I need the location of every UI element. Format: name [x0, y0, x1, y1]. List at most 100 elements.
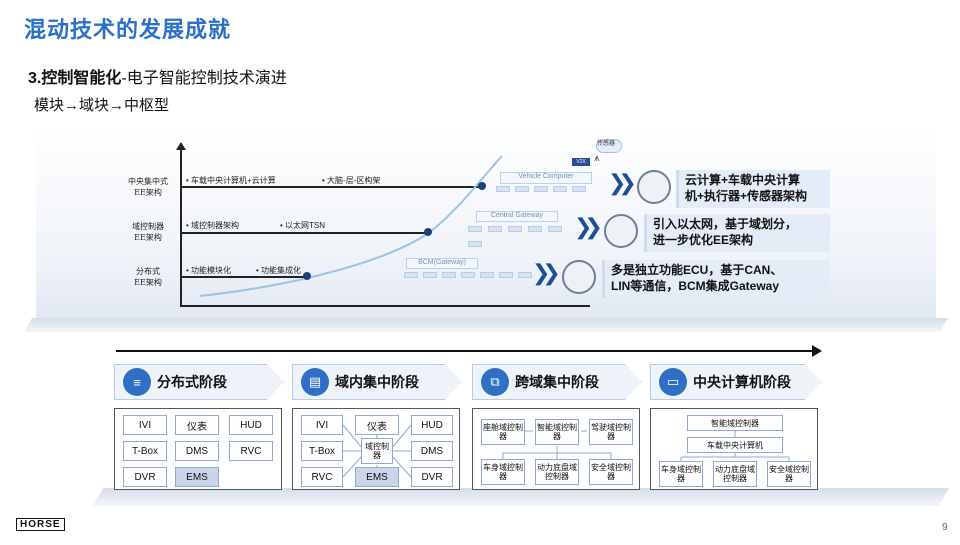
module-cell: DVR: [411, 467, 453, 487]
stage-name: 分布式阶段: [157, 374, 227, 390]
milestone-dot: [478, 182, 486, 190]
description-distributed: 多是独立功能ECU，基于CAN、 LIN等通信，BCM集成Gateway: [602, 260, 830, 298]
stage-name: 跨域集中阶段: [515, 374, 599, 390]
level-label-line2: EE架构: [134, 278, 162, 287]
level-item: • 域控制器架构: [186, 221, 240, 230]
cloud-label: 传感器: [597, 141, 616, 147]
level-line-domain: [180, 232, 428, 234]
panel-domain: IVI 仪表 HUD T-Box 域控制器 DMS RVC EMS DVR: [292, 408, 460, 490]
domain-controller-cell: 安全域控制器: [589, 459, 633, 485]
evolution-summary: 模块→域块→中枢型: [34, 97, 170, 114]
panel-central: 智能域控制器 车载中央计算机 车身域控制器 动力底盘域控制器 安全域控制器: [650, 408, 818, 490]
page-number: 9: [942, 522, 948, 533]
domain-controller-cell: 智能域控制器: [535, 419, 579, 445]
evolution-stage-base: [23, 318, 949, 332]
computer-icon: ▭: [659, 368, 687, 396]
gear-icon: [562, 260, 596, 294]
timeline-arrow: [116, 350, 816, 352]
module-cell: HUD: [229, 415, 273, 435]
milestone-dot: [424, 228, 432, 236]
module-cell: DMS: [411, 441, 453, 461]
module-cell: IVI: [123, 415, 167, 435]
module-cell: T-Box: [301, 441, 343, 461]
growth-curve: [199, 155, 503, 297]
level-label-line1: 域控制器: [132, 222, 164, 231]
description-line: LIN等通信，BCM集成Gateway: [611, 279, 780, 293]
central-gateway-nodes: [468, 226, 578, 250]
description-central: 云计算+车载中央计算 机+执行器+传感器架构: [676, 170, 830, 208]
module-cell: HUD: [411, 415, 453, 435]
arrow-head-icon: [812, 345, 822, 357]
chevron-right-icon: ❯❯: [608, 170, 637, 195]
central-connector-lines: [680, 431, 790, 461]
domain-connector-lines: [342, 424, 412, 478]
panel-distributed: IVI 仪表 HUD T-Box DMS RVC DVR EMS: [114, 408, 282, 490]
module-cell: DVR: [123, 467, 167, 487]
level-label-line2: EE架构: [134, 188, 162, 197]
document-icon: ▤: [301, 368, 329, 396]
gear-icon: [637, 170, 671, 204]
description-line: 多是独立功能ECU，基于CAN、: [611, 263, 783, 277]
domain-controller-cell: 动力底盘域控制器: [713, 461, 757, 487]
domain-controller-cell: 车身域控制器: [659, 461, 703, 487]
description-line: 进一步优化EE架构: [653, 233, 754, 247]
module-cell: T-Box: [123, 441, 167, 461]
domain-controller-cell: 智能域控制器: [687, 415, 783, 431]
module-cell: 仪表: [175, 415, 219, 435]
cross-domain-connector-lines: [502, 430, 612, 459]
central-gateway-box: Central Gateway: [476, 211, 558, 222]
antenna-icon: ⩚: [594, 153, 600, 164]
level-label-distributed: 分布式 EE架构: [108, 266, 188, 288]
section-heading-rest: -电子智能控制技术演进: [121, 70, 287, 87]
module-cell: EMS: [175, 467, 219, 487]
section-heading-bold: 3.控制智能化: [28, 70, 122, 87]
level-label-line2: EE架构: [134, 233, 162, 242]
domain-controller-cell: 驾驶域控制器: [589, 419, 633, 445]
level-label-line1: 中央集中式: [128, 177, 168, 186]
level-item: • 功能模块化: [186, 266, 232, 275]
description-line: 引入以太网，基于域划分，: [653, 217, 798, 231]
panel-cross-domain: 座舱域控制器 智能域控制器 驾驶域控制器 车身域控制器 动力底盘域控制器 安全域…: [472, 408, 640, 490]
module-cell: RVC: [229, 441, 273, 461]
level-label-domain: 域控制器 EE架构: [108, 221, 188, 243]
module-cell: IVI: [301, 415, 343, 435]
slide-title: 混动技术的发展成就: [24, 17, 232, 42]
server-icon: ≡: [123, 368, 151, 396]
vehicle-computer-nodes: [496, 186, 596, 204]
central-computer-cell: 车载中央计算机: [687, 437, 783, 453]
vehicle-computer-box: Vehicle Computer: [500, 172, 592, 184]
description-domain: 引入以太网，基于域划分， 进一步优化EE架构: [644, 214, 830, 252]
bcm-gateway-nodes: [404, 272, 534, 294]
level-item: • 大脑-层-区构架: [322, 176, 381, 185]
stage-name: 域内集中阶段: [335, 374, 419, 390]
y-axis: [180, 148, 182, 306]
chevron-right-icon: ❯❯: [532, 260, 561, 285]
description-line: 机+执行器+传感器架构: [685, 189, 808, 203]
domain-controller-cell: 域控制器: [361, 438, 393, 464]
stage-banner-cross-domain: ⧉ 跨域集中阶段: [472, 364, 642, 400]
bcm-gateway-box: BCM(Gateway): [406, 258, 478, 269]
company-logo: HORSE: [16, 518, 65, 531]
domain-controller-cell: 座舱域控制器: [481, 419, 525, 445]
level-label-line1: 分布式: [136, 267, 160, 276]
level-item: • 车载中央计算机+云计算: [186, 176, 276, 185]
module-cell: DMS: [175, 441, 219, 461]
v2x-badge: V2X: [572, 158, 590, 166]
level-line-distributed: [180, 276, 308, 278]
module-cell: RVC: [301, 467, 343, 487]
domain-controller-cell: 车身域控制器: [481, 459, 525, 485]
domain-controller-cell: 动力底盘域控制器: [535, 459, 579, 485]
stage-banner-domain: ▤ 域内集中阶段: [292, 364, 462, 400]
stage-banner-distributed: ≡ 分布式阶段: [114, 364, 284, 400]
milestone-dot: [303, 272, 311, 280]
x-axis: [180, 305, 590, 307]
level-item: • 以太网TSN: [280, 221, 326, 230]
cloud-icon: [596, 139, 622, 153]
network-icon: ⧉: [481, 368, 509, 396]
y-axis-arrow-icon: [176, 142, 186, 150]
chevron-right-icon: ❯❯: [574, 214, 603, 239]
gear-icon: [604, 214, 638, 248]
module-cell: EMS: [355, 467, 399, 487]
section-heading: 3.控制智能化-电子智能控制技术演进: [28, 64, 287, 88]
level-label-central: 中央集中式 EE架构: [108, 176, 188, 198]
